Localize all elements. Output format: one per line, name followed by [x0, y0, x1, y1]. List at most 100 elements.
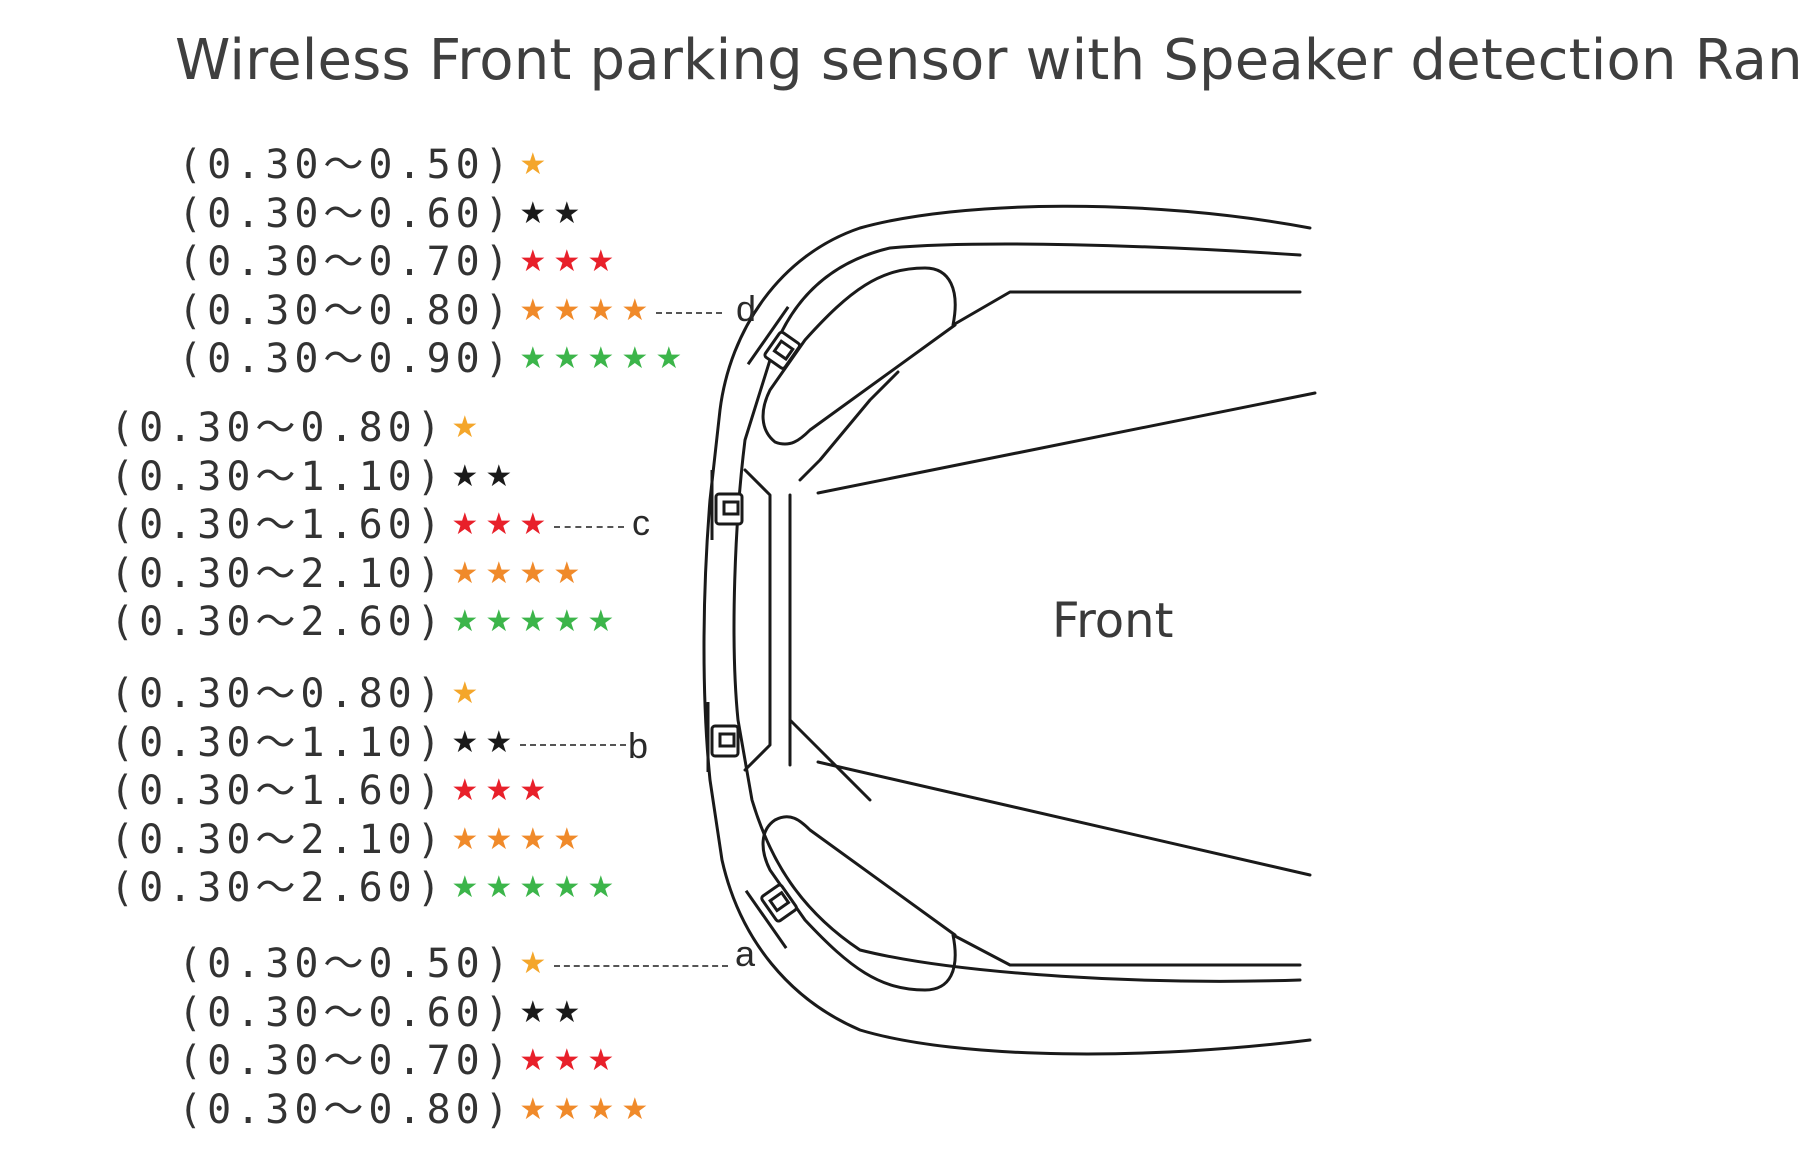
range-row-a-2: (0.30～0.60)★★ — [178, 989, 584, 1037]
range-value: (0.30～1.10) — [110, 719, 446, 766]
range-row-c-4: (0.30～2.10)★★★★ — [110, 550, 584, 598]
star-icon: ★ — [519, 292, 547, 328]
range-row-d-4: (0.30～0.80)★★★★ — [178, 287, 722, 335]
star-rating: ★★ — [516, 989, 584, 1037]
star-rating: ★ — [448, 670, 482, 718]
range-row-c-1: (0.30～0.80)★ — [110, 404, 482, 452]
star-icon: ★ — [485, 870, 513, 905]
star-rating: ★★★★★ — [448, 864, 618, 912]
star-rating: ★ — [516, 940, 550, 988]
star-rating: ★★★ — [448, 501, 550, 549]
star-rating: ★★★ — [516, 1037, 618, 1085]
star-icon: ★ — [485, 555, 513, 591]
star-icon: ★ — [553, 555, 581, 591]
star-rating: ★★★★ — [516, 287, 652, 335]
star-icon: ★ — [519, 994, 547, 1030]
star-rating: ★★ — [516, 190, 584, 238]
star-rating: ★ — [516, 141, 550, 189]
grille-frame — [743, 370, 900, 802]
range-row-c-3: (0.30～1.60)★★★ — [110, 501, 624, 549]
star-icon: ★ — [587, 1043, 615, 1078]
star-icon: ★ — [451, 676, 479, 711]
sensor-d-label: d — [736, 288, 757, 329]
star-icon: ★ — [587, 870, 615, 905]
star-rating: ★ — [448, 404, 482, 452]
range-value: (0.30～1.60) — [110, 502, 446, 548]
range-value: (0.30～1.10) — [110, 453, 446, 500]
star-icon: ★ — [519, 1043, 547, 1078]
lower-wheel-arch — [761, 815, 1302, 992]
star-icon: ★ — [451, 458, 479, 494]
star-icon: ★ — [519, 244, 547, 279]
range-value: (0.30～0.50) — [178, 142, 514, 188]
star-icon: ★ — [485, 458, 513, 494]
star-rating: ★★★ — [448, 767, 550, 815]
upper-wheel-arch — [761, 266, 1302, 446]
star-icon: ★ — [485, 821, 513, 857]
range-row-d-2: (0.30～0.60)★★ — [178, 190, 584, 238]
star-icon: ★ — [451, 724, 479, 760]
star-icon: ★ — [485, 773, 513, 808]
star-icon: ★ — [485, 507, 513, 542]
range-row-b-1: (0.30～0.80)★ — [110, 670, 482, 718]
bumper-outer-line — [702, 204, 1312, 1056]
star-icon: ★ — [519, 604, 547, 639]
star-icon: ★ — [519, 195, 547, 231]
star-icon: ★ — [587, 604, 615, 639]
range-row-d-1: (0.30～0.50)★ — [178, 141, 550, 189]
sensor-a-leader-line — [553, 965, 728, 967]
star-icon: ★ — [553, 341, 581, 376]
star-rating: ★★ — [448, 453, 516, 501]
sensor-a-label: a — [735, 933, 756, 974]
star-icon: ★ — [553, 994, 581, 1030]
star-icon: ★ — [451, 507, 479, 542]
range-row-a-4: (0.30～0.80)★★★★ — [178, 1086, 652, 1134]
star-icon: ★ — [519, 507, 547, 542]
sensor-d-icon — [746, 306, 801, 370]
star-icon: ★ — [587, 341, 615, 376]
star-icon: ★ — [621, 292, 649, 328]
sensor-a-icon — [744, 883, 798, 949]
range-row-b-3: (0.30～1.60)★★★ — [110, 767, 550, 815]
star-icon: ★ — [519, 147, 547, 182]
star-rating: ★★★★ — [448, 550, 584, 598]
star-rating: ★★★★★ — [516, 335, 686, 383]
diagram-title: Wireless Front parking sensor with Speak… — [175, 28, 1803, 93]
star-icon: ★ — [553, 1043, 581, 1078]
star-icon: ★ — [451, 555, 479, 591]
range-value: (0.30～1.60) — [110, 768, 446, 814]
range-row-b-4: (0.30～2.10)★★★★ — [110, 816, 584, 864]
star-icon: ★ — [553, 604, 581, 639]
star-rating: ★★★★ — [516, 1086, 652, 1134]
bumper-inner-line — [732, 242, 1302, 983]
star-rating: ★★★★★ — [448, 598, 618, 646]
range-row-c-2: (0.30～1.10)★★ — [110, 453, 516, 501]
range-value: (0.30～0.80) — [110, 405, 446, 451]
range-value: (0.30～2.60) — [110, 865, 446, 911]
range-value: (0.30～2.10) — [110, 550, 446, 597]
range-value: (0.30～2.10) — [110, 816, 446, 863]
range-value: (0.30～0.80) — [178, 1086, 514, 1133]
hood-line-upper — [816, 391, 1317, 495]
range-row-c-5: (0.30～2.60)★★★★★ — [110, 598, 618, 646]
sensor-b-icon — [706, 702, 740, 772]
star-icon: ★ — [553, 195, 581, 231]
sensor-c-label: c — [632, 502, 650, 543]
star-icon: ★ — [553, 292, 581, 328]
star-icon: ★ — [553, 1091, 581, 1127]
star-icon: ★ — [587, 292, 615, 328]
star-icon: ★ — [451, 410, 479, 445]
star-icon: ★ — [587, 244, 615, 279]
range-value: (0.30～0.60) — [178, 190, 514, 237]
sensor-c-leader-line — [553, 526, 624, 528]
star-icon: ★ — [485, 604, 513, 639]
star-icon: ★ — [451, 821, 479, 857]
range-row-d-3: (0.30～0.70)★★★ — [178, 238, 618, 286]
star-icon: ★ — [519, 555, 547, 591]
range-value: (0.30～0.80) — [110, 671, 446, 717]
range-row-a-1: (0.30～0.50)★ — [178, 940, 728, 988]
star-icon: ★ — [519, 341, 547, 376]
star-icon: ★ — [553, 870, 581, 905]
star-icon: ★ — [553, 244, 581, 279]
star-rating: ★★★ — [516, 238, 618, 286]
